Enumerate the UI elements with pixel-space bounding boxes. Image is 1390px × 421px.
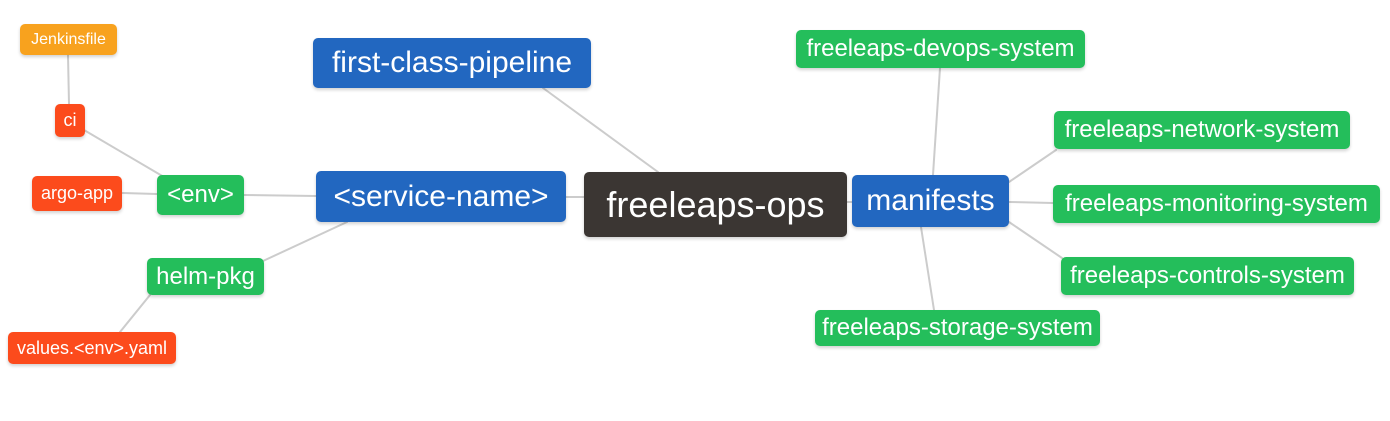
edge-helm-pkg-values-env-yaml (119, 294, 151, 333)
mindmap-node-jenkinsfile[interactable]: Jenkinsfile (20, 24, 117, 55)
edge-env-argo-app (121, 192, 158, 195)
mindmap-node-freeleaps-controls-system[interactable]: freeleaps-controls-system (1061, 257, 1354, 295)
mindmap-node-manifests[interactable]: manifests (852, 175, 1009, 227)
mindmap-node-freeleaps-devops-system[interactable]: freeleaps-devops-system (796, 30, 1085, 68)
edge-manifests-freeleaps-controls-system (1008, 221, 1063, 259)
mindmap-node-freeleaps-network-system[interactable]: freeleaps-network-system (1054, 111, 1350, 149)
mindmap-node-freeleaps-ops[interactable]: freeleaps-ops (584, 172, 847, 237)
mindmap-node-env[interactable]: <env> (157, 175, 244, 215)
edge-manifests-freeleaps-network-system (1008, 149, 1057, 183)
edge-ci-jenkinsfile (67, 54, 70, 105)
edge-service-name-helm-pkg (262, 221, 348, 262)
edge-manifests-freeleaps-monitoring-system (1008, 201, 1054, 204)
mindmap-node-freeleaps-storage-system[interactable]: freeleaps-storage-system (815, 310, 1100, 346)
edge-freeleaps-ops-first-class-pipeline (542, 87, 659, 173)
mindmap-node-freeleaps-monitoring-system[interactable]: freeleaps-monitoring-system (1053, 185, 1380, 223)
mindmap-node-helm-pkg[interactable]: helm-pkg (147, 258, 264, 295)
mindmap-node-argo-app[interactable]: argo-app (32, 176, 122, 211)
edge-manifests-freeleaps-storage-system (920, 226, 935, 311)
mindmap-node-ci[interactable]: ci (55, 104, 85, 137)
mindmap-node-service-name[interactable]: <service-name> (316, 171, 566, 222)
edge-service-name-env (243, 194, 317, 197)
edge-env-ci (83, 129, 165, 178)
mindmap-node-values-env-yaml[interactable]: values.<env>.yaml (8, 332, 176, 364)
edge-manifests-freeleaps-devops-system (932, 67, 941, 176)
mindmap-node-first-class-pipeline[interactable]: first-class-pipeline (313, 38, 591, 88)
